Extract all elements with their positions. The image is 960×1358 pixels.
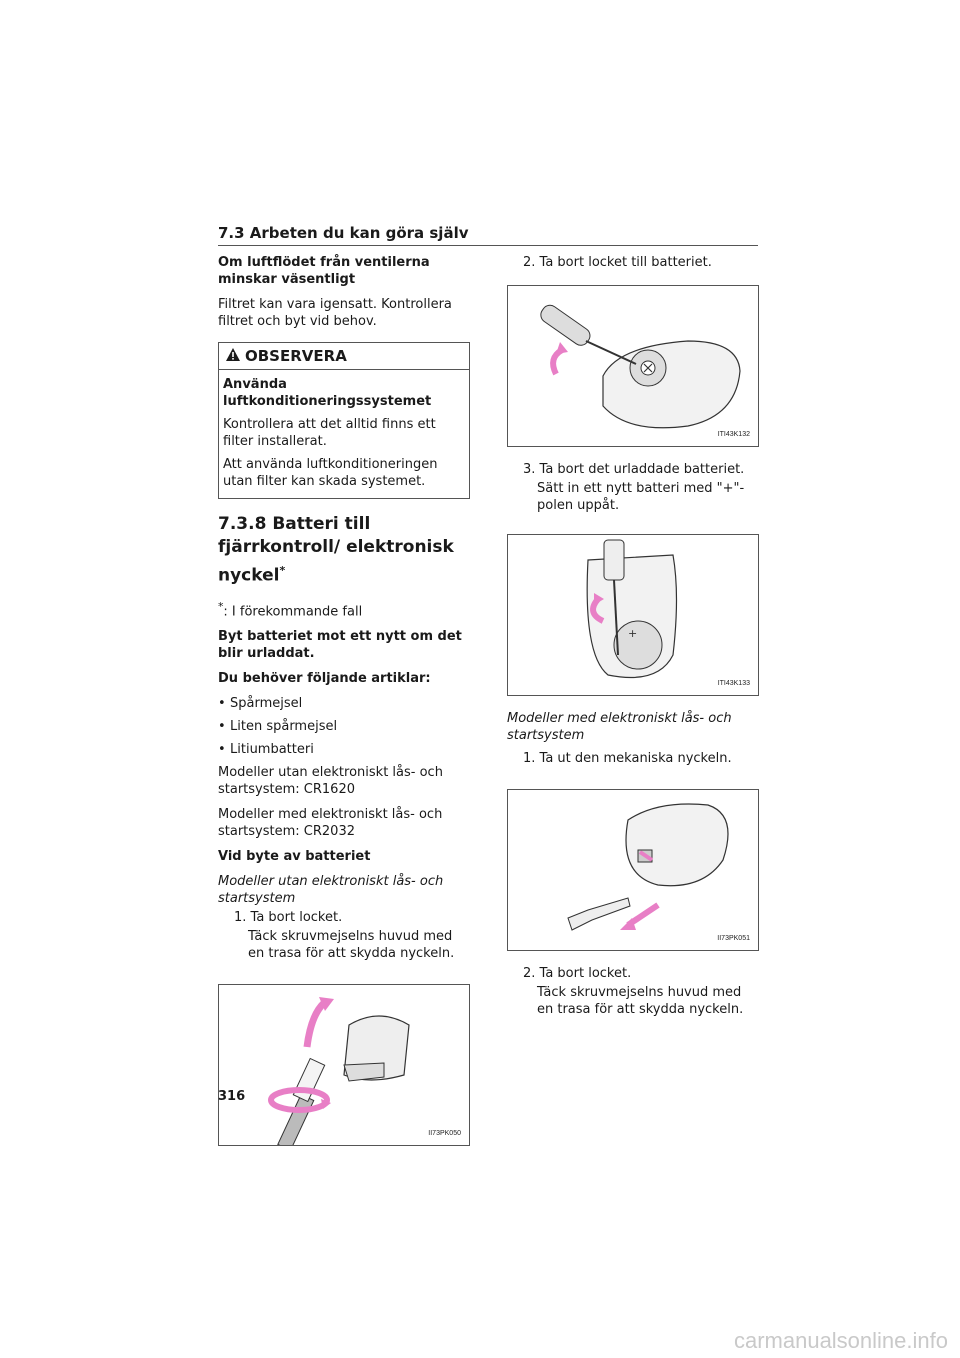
- footnote-text: : I förekommande fall: [223, 603, 363, 619]
- footer-watermark: carmanualsonline.info: [733, 1328, 948, 1353]
- list-item: Litiumbatteri: [218, 741, 470, 758]
- replace-heading: Vid byte av batteriet: [218, 848, 371, 864]
- section-title-text: 7.3.8 Batteri till fjärrkontroll/ elektr…: [218, 514, 454, 586]
- list-item: Liten spårmejsel: [218, 718, 470, 735]
- list-item: Spårmejsel: [218, 695, 470, 712]
- airflow-text: Filtret kan vara igensatt. Kontrollera f…: [218, 297, 452, 329]
- warning-box: OBSERVERA Använda luftkonditioneringssys…: [218, 342, 470, 499]
- illustration-battery-cover: [540, 304, 741, 429]
- warning-text-2: Att använda luftkonditioneringen utan fi…: [223, 457, 438, 489]
- section-header: 7.3 Arbeten du kan göra själv: [218, 224, 469, 242]
- footnote: *: I förekommande fall: [218, 598, 470, 620]
- step-2-keyless-text: Täck skruvmejselns huvud med en trasa fö…: [537, 985, 744, 1017]
- header-rule: [218, 245, 758, 246]
- right-column: 2. Ta bort locket till batteriet. ITI43K…: [507, 254, 759, 1026]
- section-title: 7.3.8 Batteri till fjärrkontroll/ elektr…: [218, 513, 470, 588]
- warning-body: Använda luftkonditioneringssystemet Kont…: [219, 370, 469, 498]
- step-3: 3. Ta bort det urladdade batteriet.: [523, 462, 745, 477]
- section-title-asterisk: *: [279, 564, 286, 577]
- step-2: 2. Ta bort locket till batteriet.: [523, 255, 712, 270]
- figure-code: ITI43K133: [717, 680, 750, 687]
- intro-text: Byt batteriet mot ett nytt om det blir u…: [218, 628, 462, 661]
- warning-subtitle: Använda luftkonditioneringssystemet: [223, 377, 432, 409]
- svg-text:+: +: [628, 627, 637, 640]
- airflow-heading: Om luftflödet från ventilerna minskar vä…: [218, 255, 430, 287]
- figure-remove-mechanical-key: II73PK051: [507, 789, 759, 951]
- figure-replace-battery: + ITI43K133: [507, 534, 759, 696]
- needs-heading: Du behöver följande artiklar:: [218, 670, 431, 686]
- illustration-cover-pry: [268, 996, 410, 1145]
- figure-remove-cover: II73PK050: [218, 983, 470, 1146]
- illustration-battery: +: [586, 539, 678, 679]
- step-1: 1. Ta bort locket.: [234, 909, 343, 925]
- figure-remove-battery-cover: ITI43K132: [507, 285, 759, 447]
- model-text-2: Modeller med elektroniskt lås- och start…: [218, 806, 443, 839]
- figure-code: II73PK050: [428, 1129, 461, 1137]
- step-2-keyless: 2. Ta bort locket.: [523, 966, 632, 981]
- warning-text-1: Kontrollera att det alltid finns ett fil…: [223, 417, 436, 449]
- step-1-text: Täck skruvmejselns huvud med en trasa fö…: [248, 928, 455, 961]
- subheading-keyless: Modeller med elektroniskt lås- och start…: [507, 711, 732, 743]
- warning-icon: [225, 347, 241, 366]
- warning-title: OBSERVERA: [245, 346, 347, 365]
- figure-code: ITI43K132: [717, 431, 750, 438]
- step-3-text: Sätt in ett nytt batteri med "+"-polen u…: [537, 481, 745, 513]
- subheading-no-keyless: Modeller utan elektroniskt lås- och star…: [218, 873, 444, 906]
- footnote-asterisk: *: [218, 599, 224, 613]
- step-1-keyless: 1. Ta ut den mekaniska nyckeln.: [523, 751, 732, 766]
- page-number: 316: [218, 1089, 246, 1104]
- model-text-1: Modeller utan elektroniskt lås- och star…: [218, 764, 443, 797]
- illustration-mechanical-key: [567, 803, 729, 931]
- left-column: Om luftflödet från ventilerna minskar vä…: [218, 254, 470, 1160]
- warning-header: OBSERVERA: [219, 343, 469, 370]
- figure-code: II73PK051: [717, 935, 750, 942]
